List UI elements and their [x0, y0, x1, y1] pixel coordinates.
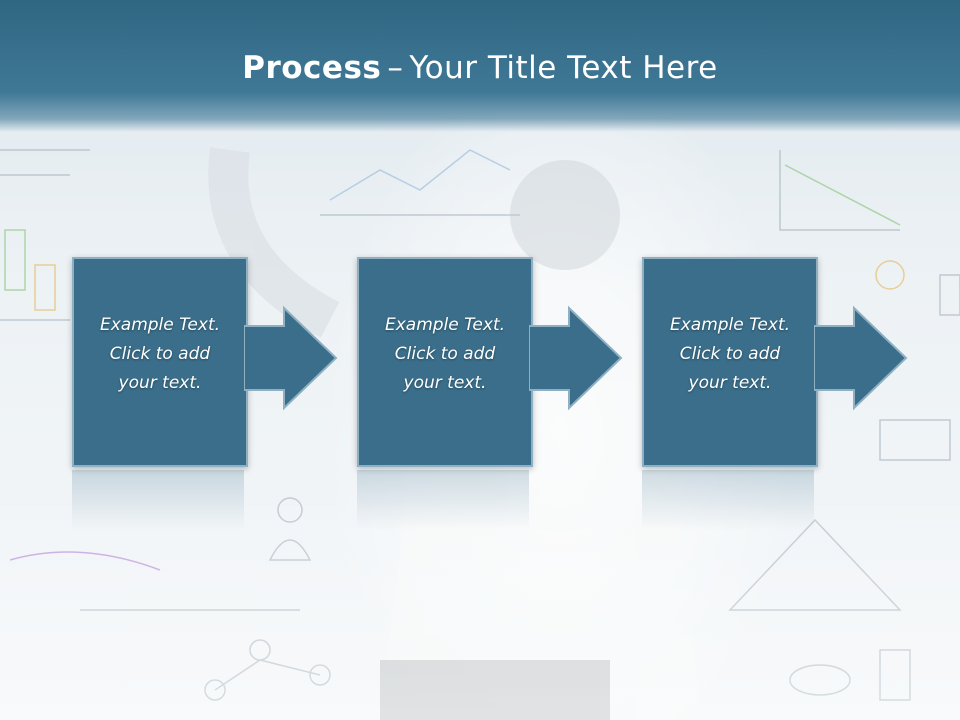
- arrow-right-icon: [529, 305, 623, 411]
- step-3-line-3: your text.: [688, 373, 772, 393]
- title-bold-word: Process: [242, 50, 382, 86]
- arrow-right-icon: [244, 305, 338, 411]
- step-1-line-2: Click to add: [109, 344, 211, 364]
- process-step-3[interactable]: Example Text. Click to add your text.: [642, 257, 818, 467]
- step-2-line-2: Click to add: [394, 344, 496, 364]
- process-step-2[interactable]: Example Text. Click to add your text.: [357, 257, 533, 467]
- step-3-line-2: Click to add: [679, 344, 781, 364]
- process-step-1[interactable]: Example Text. Click to add your text.: [72, 257, 248, 467]
- slide-title[interactable]: Process–Your Title Text Here: [0, 50, 960, 86]
- step-2-text[interactable]: Example Text. Click to add your text.: [359, 311, 531, 398]
- title-text: Your Title Text Here: [409, 50, 718, 86]
- step-3-text[interactable]: Example Text. Click to add your text.: [644, 311, 816, 398]
- step-2-reflection: [357, 470, 529, 530]
- step-1-text[interactable]: Example Text. Click to add your text.: [74, 311, 246, 398]
- step-2-line-3: your text.: [403, 373, 487, 393]
- step-1-line-1: Example Text.: [99, 315, 221, 335]
- arrow-right-icon: [814, 305, 908, 411]
- step-1-line-3: your text.: [118, 373, 202, 393]
- title-banner: Process–Your Title Text Here: [0, 0, 960, 132]
- step-3-reflection: [642, 470, 814, 530]
- step-2-line-1: Example Text.: [384, 315, 506, 335]
- step-3-line-1: Example Text.: [669, 315, 791, 335]
- floor-reflection: [0, 470, 960, 720]
- title-dash: –: [387, 50, 404, 86]
- step-1-reflection: [72, 470, 244, 530]
